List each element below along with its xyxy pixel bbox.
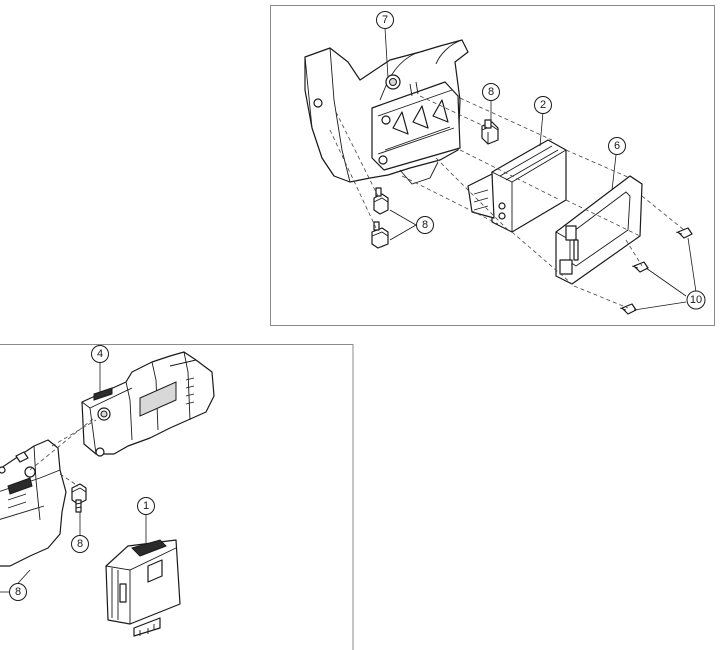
svg-text:8: 8	[15, 586, 21, 598]
svg-text:8: 8	[77, 538, 83, 550]
svg-text:7: 7	[382, 14, 388, 26]
callout-4: 4	[91, 345, 109, 363]
callout-8-lower: 8	[71, 535, 89, 553]
alignment-lines-lower	[29, 417, 97, 487]
callout-8-top: 8	[482, 83, 500, 101]
screws	[619, 227, 693, 315]
svg-text:8: 8	[422, 219, 428, 231]
callout-2: 2	[534, 96, 552, 114]
upper-assembly: 7 8 2 6 8 10	[304, 11, 706, 315]
bolt-lower-pair	[371, 187, 389, 249]
callout-10: 10	[686, 290, 706, 310]
svg-text:4: 4	[97, 348, 103, 360]
control-module	[467, 139, 567, 233]
svg-text:10: 10	[690, 294, 702, 306]
upper-diagram-frame	[270, 5, 715, 326]
lower-diagram-frame	[0, 344, 354, 650]
svg-text:8: 8	[488, 86, 494, 98]
callout-1: 1	[137, 497, 155, 515]
callout-8-mid: 8	[416, 216, 434, 234]
svg-text:1: 1	[143, 500, 149, 512]
bolt-top	[481, 119, 499, 145]
bracket-partial-left	[0, 439, 67, 567]
mounting-bracket	[304, 39, 469, 185]
callout-8-left: 8	[9, 583, 27, 601]
frame-gasket	[555, 175, 643, 285]
svg-text:2: 2	[540, 99, 546, 111]
lower-assembly: 4 8 1 8	[0, 345, 215, 637]
callout-7: 7	[376, 11, 394, 29]
callout-6: 6	[608, 137, 626, 155]
module-1	[105, 539, 181, 637]
svg-text:6: 6	[614, 140, 620, 152]
bolt-lower	[71, 483, 87, 513]
alignment-lines	[329, 95, 685, 309]
bracket-4	[81, 351, 215, 457]
